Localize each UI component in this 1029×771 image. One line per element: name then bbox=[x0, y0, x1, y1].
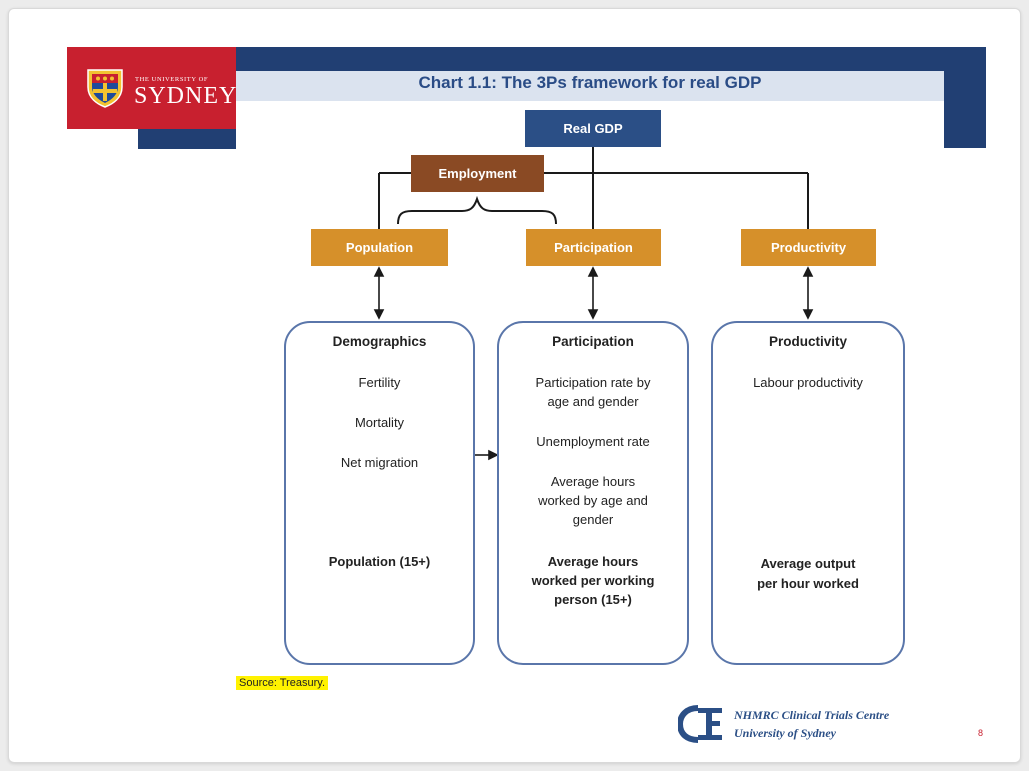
node-employment: Employment bbox=[411, 155, 544, 192]
panel-item: Mortality bbox=[354, 415, 405, 430]
node-population: Population bbox=[311, 229, 448, 266]
panel-result: Population (15+) bbox=[328, 554, 431, 569]
panel-item-line: Participation rate by bbox=[535, 375, 651, 390]
panel-result-line: Average hours bbox=[547, 554, 639, 569]
panel-result-line: worked per working bbox=[531, 573, 655, 588]
panel-heading: Participation bbox=[552, 334, 634, 349]
node-participation: Participation bbox=[526, 229, 661, 266]
logo-underbar bbox=[138, 129, 236, 149]
page-number: 8 bbox=[978, 728, 984, 738]
source-note: Source: Treasury. bbox=[236, 676, 328, 690]
panel-item-line: gender bbox=[572, 512, 614, 527]
header-bar bbox=[236, 47, 986, 71]
panel-heading: Productivity bbox=[768, 334, 847, 349]
logo-small-text: THE UNIVERSITY OF bbox=[135, 76, 209, 83]
university-crest-icon bbox=[87, 69, 123, 108]
panel-heading: Demographics bbox=[332, 334, 427, 349]
panel-result-line: person (15+) bbox=[554, 592, 632, 607]
panel-item-line: Average hours bbox=[550, 474, 636, 489]
panel-item-line: worked by age and bbox=[538, 493, 648, 508]
header-side-bar bbox=[944, 71, 986, 148]
node-productivity: Productivity bbox=[741, 229, 876, 266]
panel-item: Net migration bbox=[340, 455, 419, 470]
panel-demographics: Demographics Fertility Mortality Net mig… bbox=[284, 321, 475, 665]
chart-title: Chart 1.1: The 3Ps framework for real GD… bbox=[418, 73, 762, 92]
footer-line-2: University of Sydney bbox=[734, 726, 836, 740]
panel-item-line: Unemployment rate bbox=[536, 434, 650, 449]
title-band bbox=[236, 71, 944, 101]
panel-productivity: Productivity Labour productivity Average… bbox=[711, 321, 905, 665]
panel-result-line: per hour worked bbox=[757, 576, 859, 591]
panel-item-line: age and gender bbox=[547, 394, 639, 409]
panel-item: Labour productivity bbox=[753, 375, 863, 390]
ctc-logo-icon bbox=[678, 705, 722, 743]
panel-participation: Participation Participation rate by age … bbox=[497, 321, 689, 665]
logo-big-text: SYDNEY bbox=[134, 83, 238, 109]
panel-result-line: Average output bbox=[760, 556, 856, 571]
footer-line-1: NHMRC Clinical Trials Centre bbox=[734, 708, 890, 722]
panel-item: Fertility bbox=[358, 375, 401, 390]
node-real-gdp: Real GDP bbox=[525, 110, 661, 147]
university-logo: THE UNIVERSITY OF SYDNEY bbox=[67, 47, 236, 129]
